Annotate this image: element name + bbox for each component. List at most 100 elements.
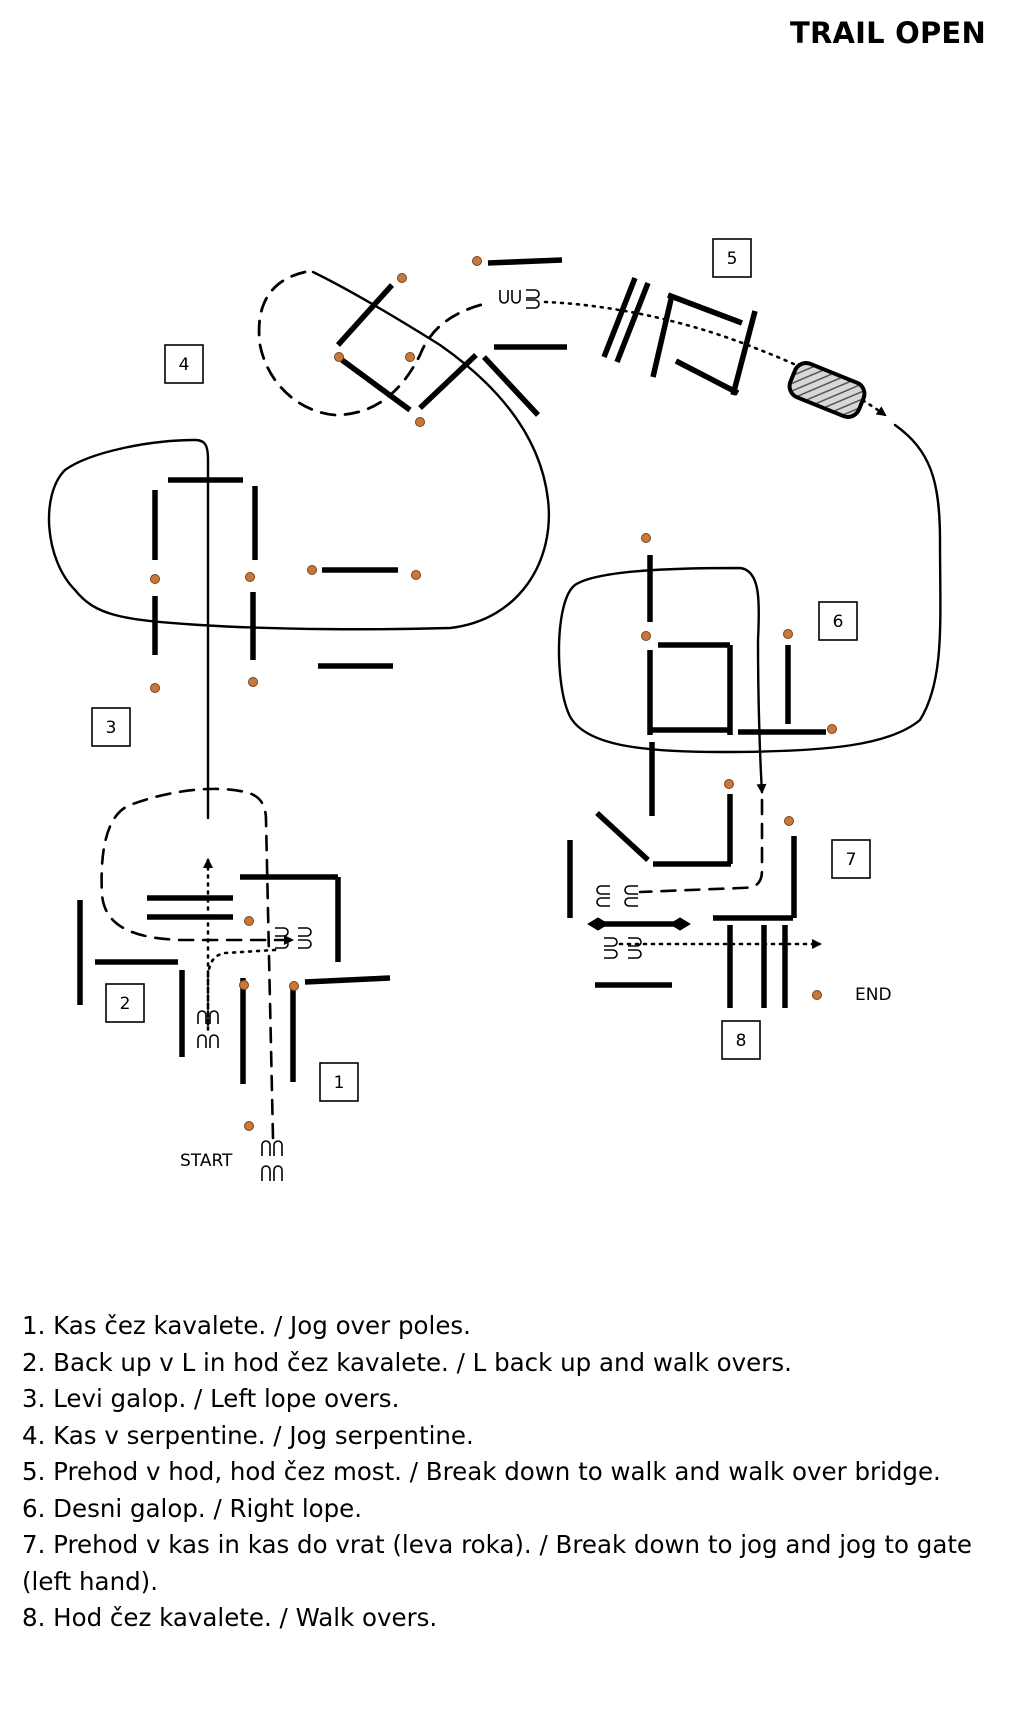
hoof-print-icon (275, 939, 289, 949)
pole (418, 353, 478, 410)
cone (827, 724, 837, 734)
pole (650, 294, 675, 378)
cone (411, 570, 421, 580)
cone (724, 779, 734, 789)
cone (812, 990, 822, 1000)
pole (487, 257, 563, 266)
pole (304, 975, 391, 985)
pole (340, 357, 412, 413)
pole (335, 283, 395, 347)
right-lope-path (557, 423, 942, 794)
obstacle-number-8: 8 (721, 1020, 761, 1060)
back-up-path (203, 858, 277, 1030)
hoof-print-icon (499, 290, 509, 304)
cones (150, 256, 837, 1131)
start-label: START (180, 1151, 233, 1171)
obstacle-labels: 1 2 3 4 5 6 7 8 (91, 238, 871, 1102)
instruction-item: 3. Levi galop. / Left lope overs. (22, 1384, 400, 1413)
cone (334, 352, 344, 362)
cone (244, 916, 254, 926)
hoof-print-icon (298, 939, 312, 949)
gate-end-left (587, 917, 609, 931)
instruction-item: 1. Kas čez kavalete. / Jog over poles. (22, 1311, 471, 1340)
hoof-print-icon (526, 299, 540, 309)
hoof-print-icon (604, 949, 618, 959)
instruction-item: 7. Prehod v kas in kas do vrat (leva rok… (22, 1530, 973, 1596)
cone (405, 352, 415, 362)
cone (150, 574, 160, 584)
pole (481, 355, 541, 417)
cone (783, 629, 793, 639)
obstacle-number-2: 2 (105, 983, 145, 1023)
bridge (787, 361, 867, 419)
obstacle-number-1: 1 (319, 1062, 359, 1102)
cone (248, 677, 258, 687)
hoof-print-icon (624, 897, 638, 907)
obstacle-number-text: 7 (846, 850, 857, 870)
cone (244, 1121, 254, 1131)
start-jog-path (100, 787, 294, 1140)
hoof-prints (197, 289, 642, 1181)
serpentine-path (257, 270, 490, 417)
instruction-item: 6. Desni galop. / Right lope. (22, 1493, 363, 1523)
obstacle-number-text: 8 (736, 1031, 747, 1051)
instructions-list: 1. Kas čez kavalete. / Jog over poles. 2… (22, 1308, 1012, 1637)
hoof-print-icon (624, 885, 638, 895)
hoof-print-icon (298, 927, 312, 937)
page-title: TRAIL OPEN (790, 16, 986, 50)
cone (641, 631, 651, 641)
instruction-item: 8. Hod čez kavalete. / Walk overs. (22, 1603, 438, 1632)
cone (245, 572, 255, 582)
hoof-print-icon (628, 949, 642, 959)
obstacle-number-text: 5 (727, 249, 738, 269)
pole (730, 310, 758, 396)
obstacle-number-3: 3 (91, 707, 131, 747)
obstacle-number-7: 7 (831, 839, 871, 879)
hoof-print-icon (261, 1165, 271, 1181)
obstacle-number-text: 3 (106, 718, 117, 738)
hoof-print-icon (209, 1034, 219, 1048)
pole (674, 358, 740, 396)
hoof-print-icon (596, 897, 610, 907)
pole (601, 276, 638, 359)
obstacle-number-text: 1 (334, 1073, 345, 1093)
hoof-print-icon (209, 1010, 219, 1024)
cone (307, 565, 317, 575)
obstacle-number-text: 4 (179, 355, 190, 375)
cone (150, 683, 160, 693)
instruction-item: 4. Kas v serpentine. / Jog serpentine. (22, 1420, 474, 1450)
obstacle-number-5: 5 (712, 238, 752, 278)
gate-end-right (669, 917, 691, 931)
hoof-print-icon (604, 937, 618, 947)
trail-course-diagram: 1 2 3 4 5 6 7 8 START END (47, 238, 942, 1181)
hoof-print-icon (197, 1034, 207, 1048)
hoof-print-icon (275, 927, 289, 937)
obstacle-number-text: 6 (833, 612, 844, 632)
hoof-print-icon (526, 289, 540, 299)
hoof-print-icon (273, 1140, 283, 1156)
cone (239, 980, 249, 990)
pole (614, 281, 651, 364)
instruction-item: 2. Back up v L in hod čez kavalete. / L … (22, 1347, 792, 1377)
obstacle-number-text: 2 (120, 994, 131, 1014)
hoof-print-icon (197, 1010, 207, 1024)
poles (77, 257, 826, 1084)
hoof-print-icon (261, 1140, 271, 1156)
obstacle-number-6: 6 (818, 601, 858, 641)
obstacle-number-4: 4 (164, 344, 204, 384)
hoof-print-icon (273, 1165, 283, 1181)
hoof-print-icon (511, 290, 521, 304)
jog-to-gate-path (638, 798, 764, 894)
instruction-item: 5. Prehod v hod, hod čez most. / Break d… (22, 1457, 941, 1486)
cone (472, 256, 482, 266)
hoof-print-icon (596, 885, 610, 895)
hoof-print-icon (628, 937, 642, 947)
lope-path-left (47, 270, 551, 820)
cone (397, 273, 407, 283)
cone (415, 417, 425, 427)
pole (595, 810, 650, 863)
cone (641, 533, 651, 543)
cone (784, 816, 794, 826)
end-label: END (855, 985, 892, 1005)
cone (289, 981, 299, 991)
